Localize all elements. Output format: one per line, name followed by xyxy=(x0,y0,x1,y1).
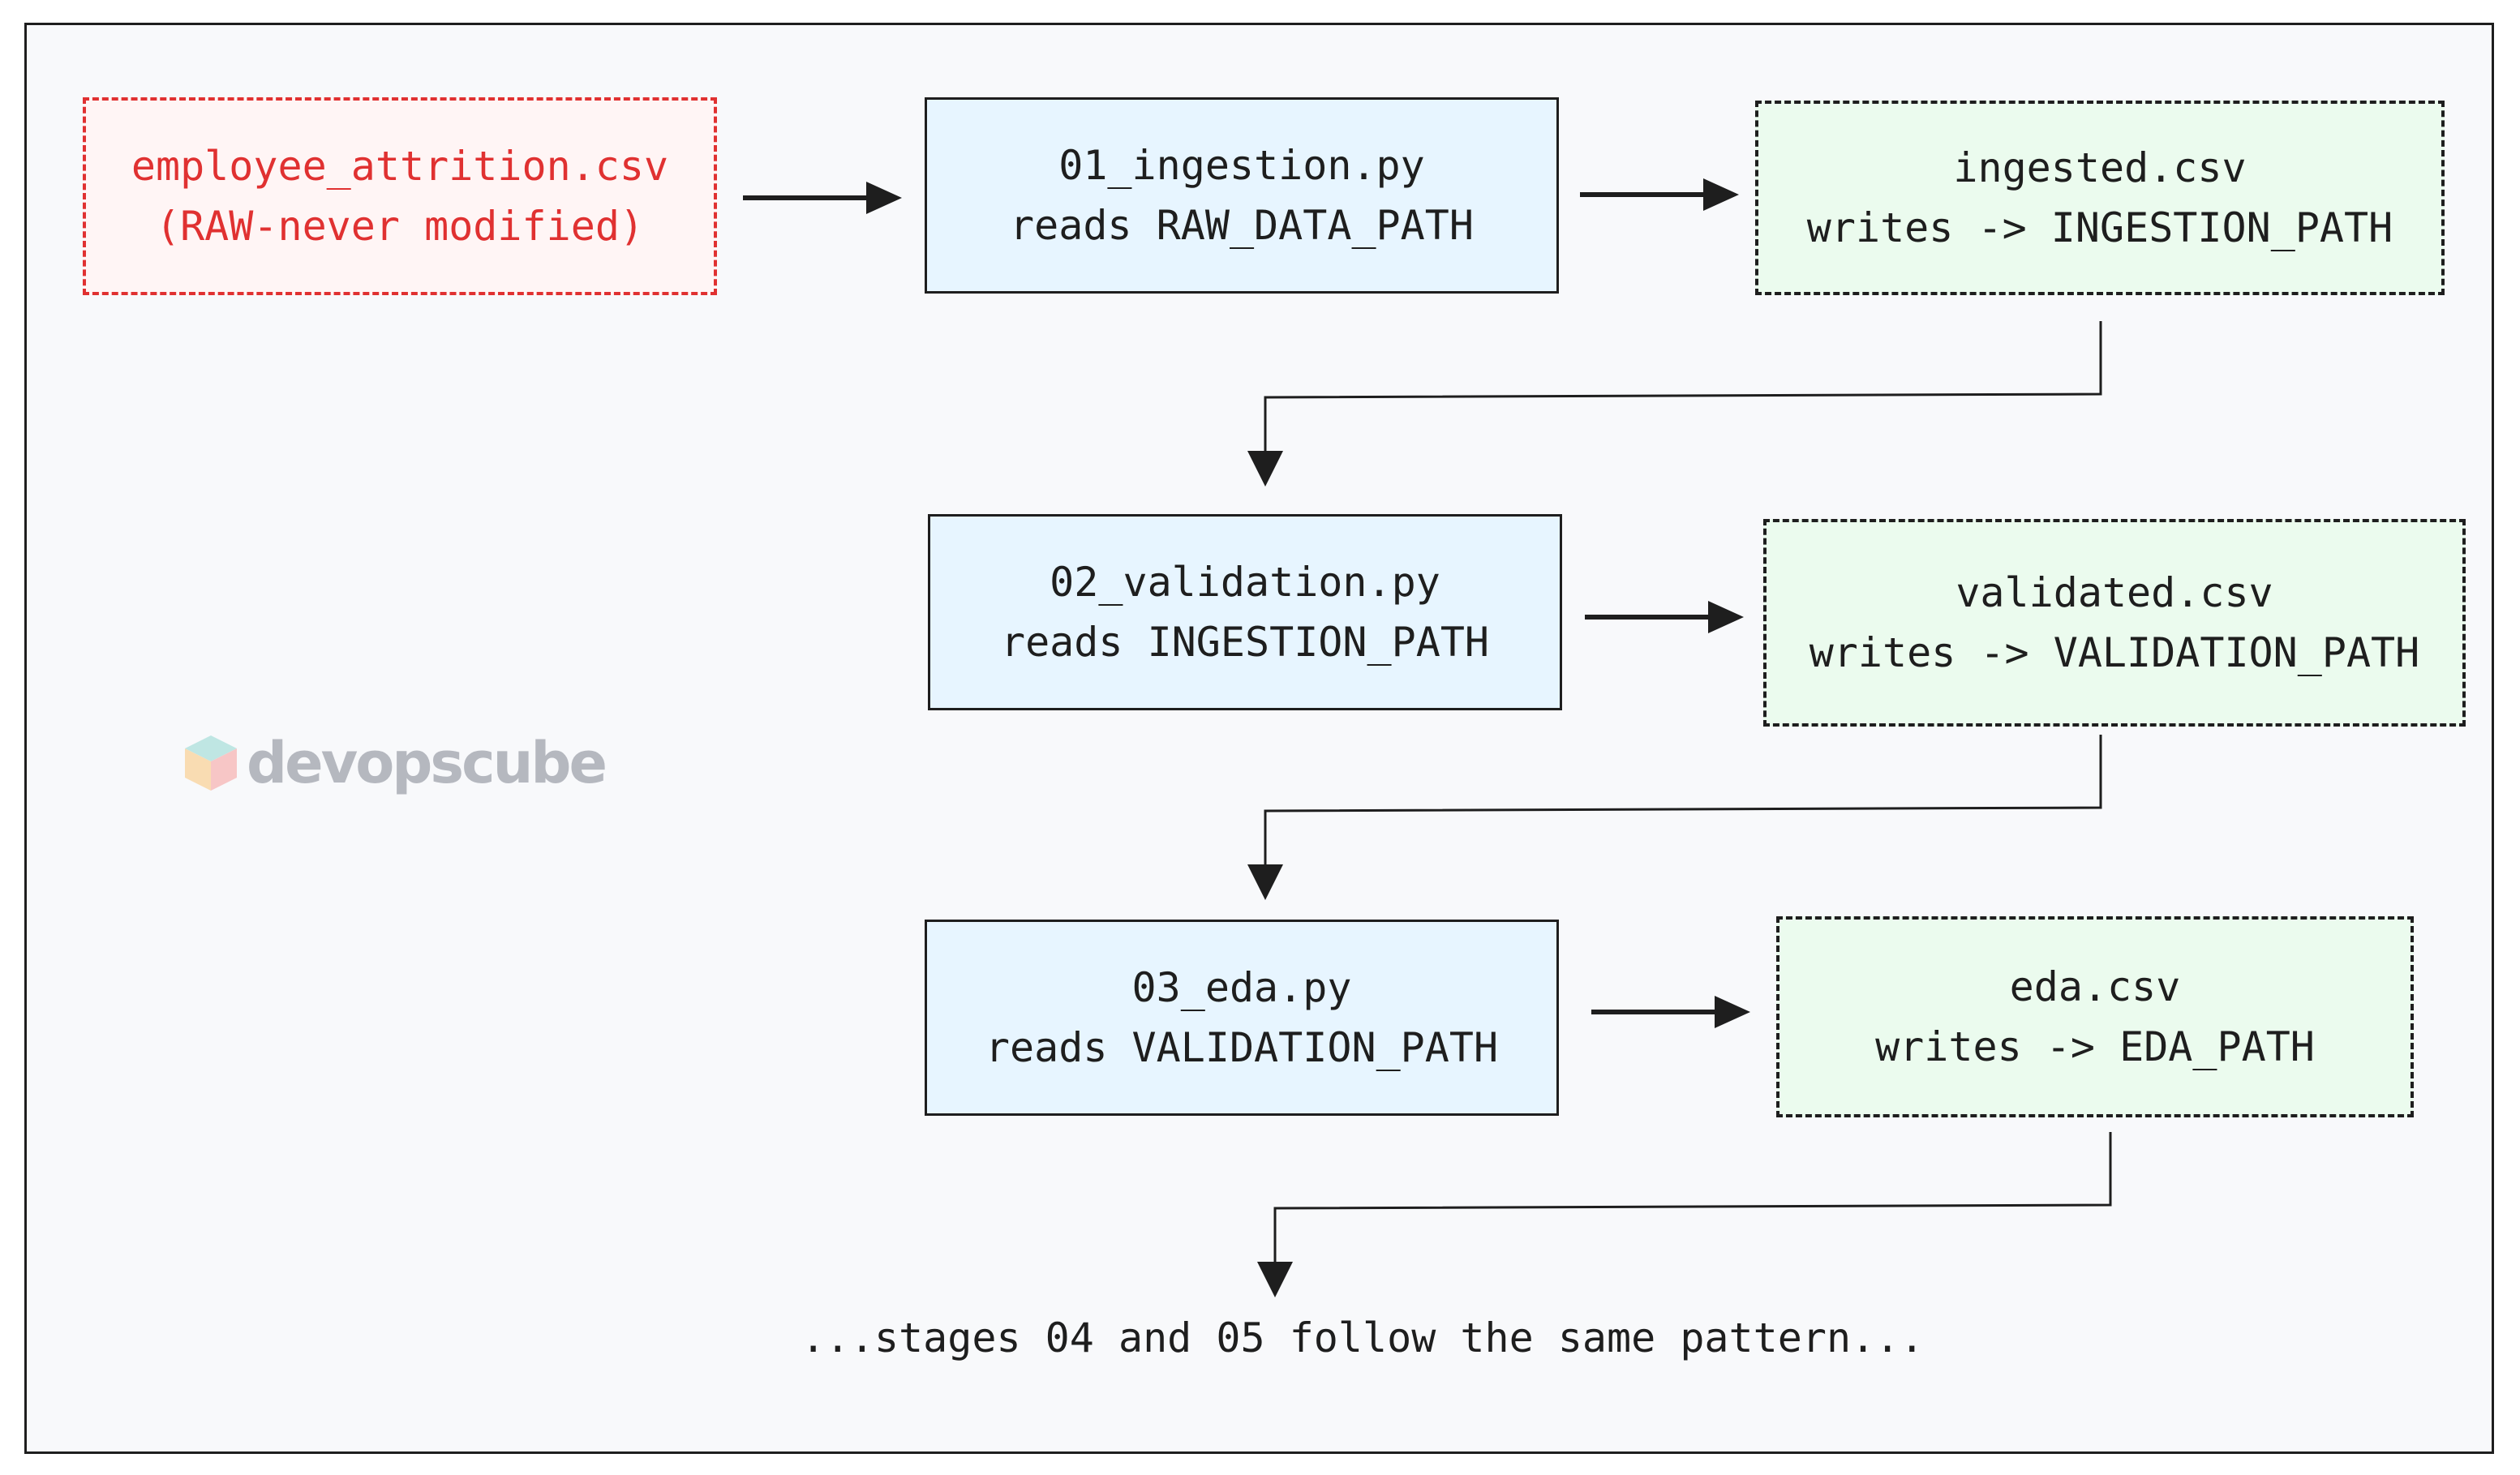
validation-script-node: 02_validation.py reads INGESTION_PATH xyxy=(928,514,1562,710)
ingestion-script-name: 01_ingestion.py xyxy=(1058,142,1425,189)
arrow-ingestion-to-ingested xyxy=(1580,178,1739,211)
brand-watermark: devopscube xyxy=(180,730,607,796)
raw-file-name: employee_attrition.csv xyxy=(131,143,669,190)
arrow-validated-to-eda xyxy=(1247,735,2102,900)
arrow-eda-to-edacsv xyxy=(1591,996,1750,1028)
eda-script-node: 03_eda.py reads VALIDATION_PATH xyxy=(925,920,1559,1116)
ingested-output-node: ingested.csv writes -> INGESTION_PATH xyxy=(1755,101,2445,295)
eda-output-node: eda.csv writes -> EDA_PATH xyxy=(1776,916,2414,1117)
validation-script-input: reads INGESTION_PATH xyxy=(1000,619,1490,666)
raw-file-note: (RAW-never modified) xyxy=(155,203,645,250)
ingestion-script-node: 01_ingestion.py reads RAW_DATA_PATH xyxy=(925,97,1559,294)
raw-data-file-node: employee_attrition.csv (RAW-never modifi… xyxy=(83,97,717,295)
arrow-raw-to-ingestion xyxy=(743,182,902,214)
validation-script-name: 02_validation.py xyxy=(1050,559,1440,606)
brand-name: devopscube xyxy=(247,730,607,796)
eda-script-name: 03_eda.py xyxy=(1131,964,1352,1011)
next-stages-note: ...stages 04 and 05 follow the same patt… xyxy=(801,1314,1925,1361)
eda-file-target: writes -> EDA_PATH xyxy=(1875,1023,2315,1070)
validated-file-name: validated.csv xyxy=(1955,569,2273,616)
ingestion-script-input: reads RAW_DATA_PATH xyxy=(1010,202,1474,249)
arrow-edacsv-to-next-stages xyxy=(1257,1132,2112,1297)
validated-file-target: writes -> VALIDATION_PATH xyxy=(1809,629,2420,676)
arrow-ingested-to-validation xyxy=(1247,321,2102,487)
ingested-file-target: writes -> INGESTION_PATH xyxy=(1806,204,2393,251)
ingested-file-name: ingested.csv xyxy=(1953,144,2247,191)
cube-logo-icon xyxy=(185,735,237,791)
validated-output-node: validated.csv writes -> VALIDATION_PATH xyxy=(1763,519,2466,727)
eda-file-name: eda.csv xyxy=(2009,963,2181,1010)
eda-script-input: reads VALIDATION_PATH xyxy=(985,1024,1499,1071)
arrow-validation-to-validated xyxy=(1585,601,1744,633)
